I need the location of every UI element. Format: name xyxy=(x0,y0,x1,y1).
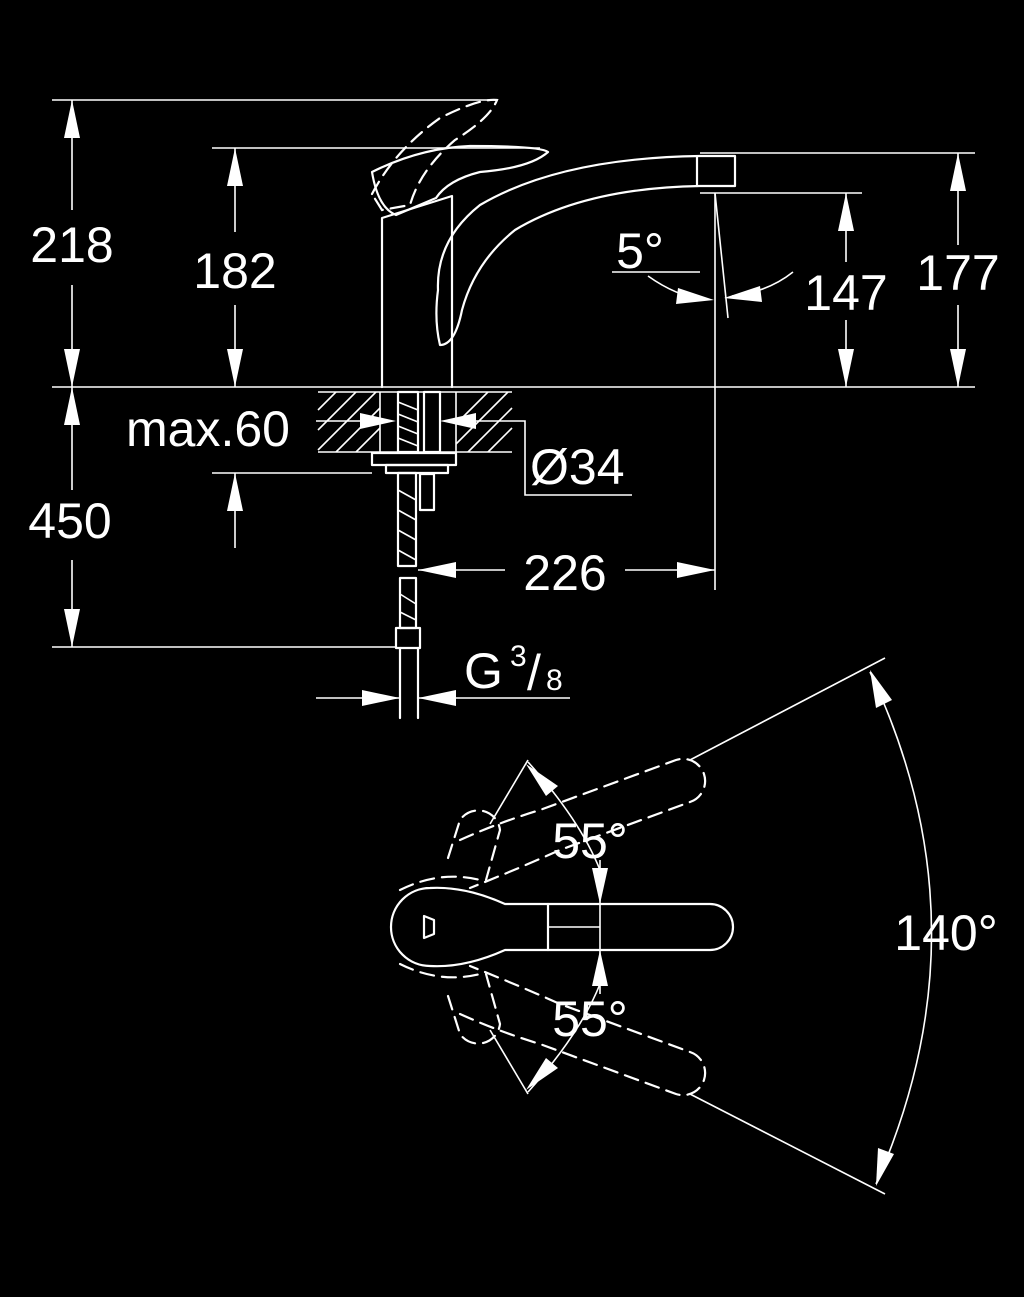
braid xyxy=(397,509,417,521)
arrow-icon xyxy=(362,690,400,706)
arrow-icon xyxy=(950,349,966,387)
arrow-icon xyxy=(838,349,854,387)
arrow-icon xyxy=(440,413,476,429)
top-view: 140° 55° 55° xyxy=(389,657,998,1195)
arrow-icon xyxy=(64,387,80,425)
lever-rotated-up xyxy=(446,757,707,890)
dim-hose-length: 450 xyxy=(28,493,111,549)
arrow-icon xyxy=(227,473,243,511)
outlet-jet-line xyxy=(714,192,729,319)
lever-pos-down-small xyxy=(446,972,502,1045)
shank-tube xyxy=(422,390,442,454)
dim-swivel-left: 55° xyxy=(552,813,628,869)
mounting-washer xyxy=(384,463,450,475)
arrow-icon xyxy=(418,562,456,578)
mounting-nut xyxy=(370,451,458,467)
dim-outlet-clearance: 147 xyxy=(804,265,887,321)
spout xyxy=(435,154,737,347)
arrow-icon xyxy=(64,100,80,138)
dim-lever-height: 182 xyxy=(193,243,276,299)
arrow-icon xyxy=(360,413,396,429)
dim-thread-numerator: 3 xyxy=(510,640,527,673)
hatch xyxy=(317,391,357,431)
lever-indicator-icon xyxy=(422,914,436,940)
supply-hose xyxy=(394,471,436,720)
lever-pos-down-large xyxy=(458,964,707,1097)
arrow-icon xyxy=(876,1148,894,1186)
hatch xyxy=(355,427,381,453)
lever-rotated-down xyxy=(446,964,707,1097)
braid xyxy=(397,529,417,541)
braid xyxy=(397,549,417,561)
dim-total-height: 218 xyxy=(30,217,113,273)
dim-thread-letter: G xyxy=(464,643,503,699)
arrow-icon xyxy=(227,148,243,186)
faucet-body xyxy=(370,98,737,389)
arrow-icon xyxy=(526,1058,558,1090)
arrow-icon xyxy=(724,286,762,302)
lever-top-center xyxy=(389,886,735,968)
angle-140-ray-top xyxy=(689,657,886,761)
dim-spout-height: 177 xyxy=(916,245,999,301)
dim-swivel-total: 140° xyxy=(894,905,997,961)
arrow-icon xyxy=(526,764,558,796)
dim-swivel-right: 55° xyxy=(552,991,628,1047)
countertop-section: max.60 Ø34 xyxy=(126,390,632,496)
hatch xyxy=(335,407,381,453)
angle-55-ray-top xyxy=(489,759,529,825)
arrow-icon xyxy=(418,690,456,706)
arrow-icon xyxy=(838,193,854,231)
braid xyxy=(399,593,417,605)
arrow-icon xyxy=(676,288,714,304)
dim-outlet-angle: 5° xyxy=(616,223,664,279)
faucet-column xyxy=(380,194,454,389)
dim-thread-denominator: 8 xyxy=(546,664,563,697)
braid xyxy=(399,611,417,621)
threaded-shank xyxy=(396,390,420,454)
arrow-icon xyxy=(64,609,80,647)
dim-reach: 226 xyxy=(523,545,606,601)
thread xyxy=(397,437,419,447)
hatch xyxy=(487,427,513,453)
angle-140-arc xyxy=(869,671,933,1185)
lever-dashed-arc-bottom xyxy=(398,962,482,979)
diameter-leader xyxy=(512,420,632,496)
dim-thread-slash: / xyxy=(527,645,541,701)
braid xyxy=(397,489,417,501)
arrow-icon xyxy=(227,349,243,387)
thread xyxy=(397,413,419,423)
angle-140-ray-bottom xyxy=(689,1093,886,1195)
dim-hole-diameter: Ø34 xyxy=(530,439,625,495)
dim-max-thickness: max.60 xyxy=(126,401,290,457)
thread xyxy=(397,425,419,435)
lever-pos-up-large xyxy=(458,757,707,890)
hose-second xyxy=(418,472,436,512)
arrow-icon xyxy=(677,562,715,578)
side-view: 218 182 450 177 147 xyxy=(28,98,1000,720)
hatch xyxy=(455,391,509,445)
hose-fitting xyxy=(394,626,422,650)
lever-dashed-arc-top xyxy=(398,875,482,892)
arrow-icon xyxy=(64,349,80,387)
arrow-icon xyxy=(950,153,966,191)
hatch xyxy=(317,391,337,411)
arrow-icon xyxy=(870,670,892,708)
lever-raised-position xyxy=(370,98,499,212)
lever-pos-up-small xyxy=(446,809,502,882)
angle-55-ray-bottom xyxy=(489,1029,529,1095)
thread xyxy=(397,401,419,411)
hatch xyxy=(467,407,513,453)
